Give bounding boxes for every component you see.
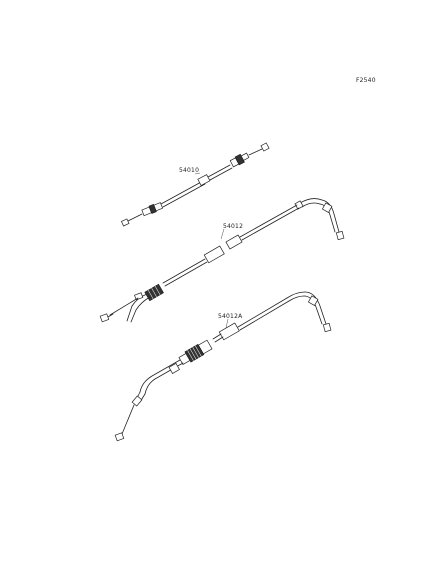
part-label-54010: 54010 (179, 167, 200, 174)
cable-54010 (120, 142, 270, 227)
figure-code: F2540 (356, 77, 376, 84)
cable-54012 (99, 198, 345, 323)
part-label-54012: 54012 (223, 223, 244, 230)
part-label-54012A: 54012A (218, 313, 243, 320)
cable-54012A (114, 291, 332, 442)
